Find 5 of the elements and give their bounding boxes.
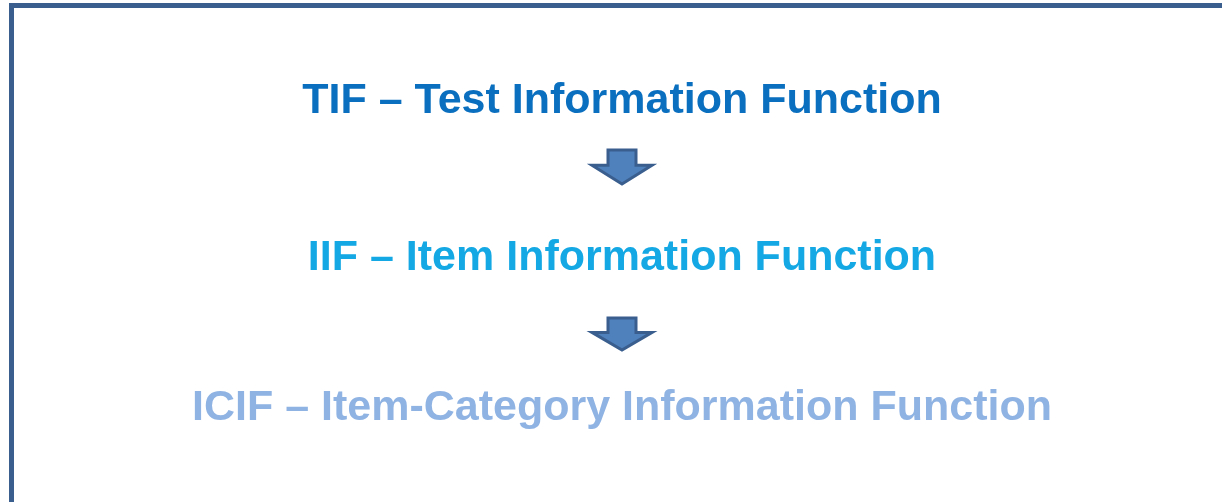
heading-text: TIF – Test Information Function [302,73,942,124]
block-arrow [586,316,658,352]
block-arrow [586,148,658,186]
heading-text: ICIF – Item-Category Information Function [192,380,1052,431]
heading-text: IIF – Item Information Function [307,230,937,281]
